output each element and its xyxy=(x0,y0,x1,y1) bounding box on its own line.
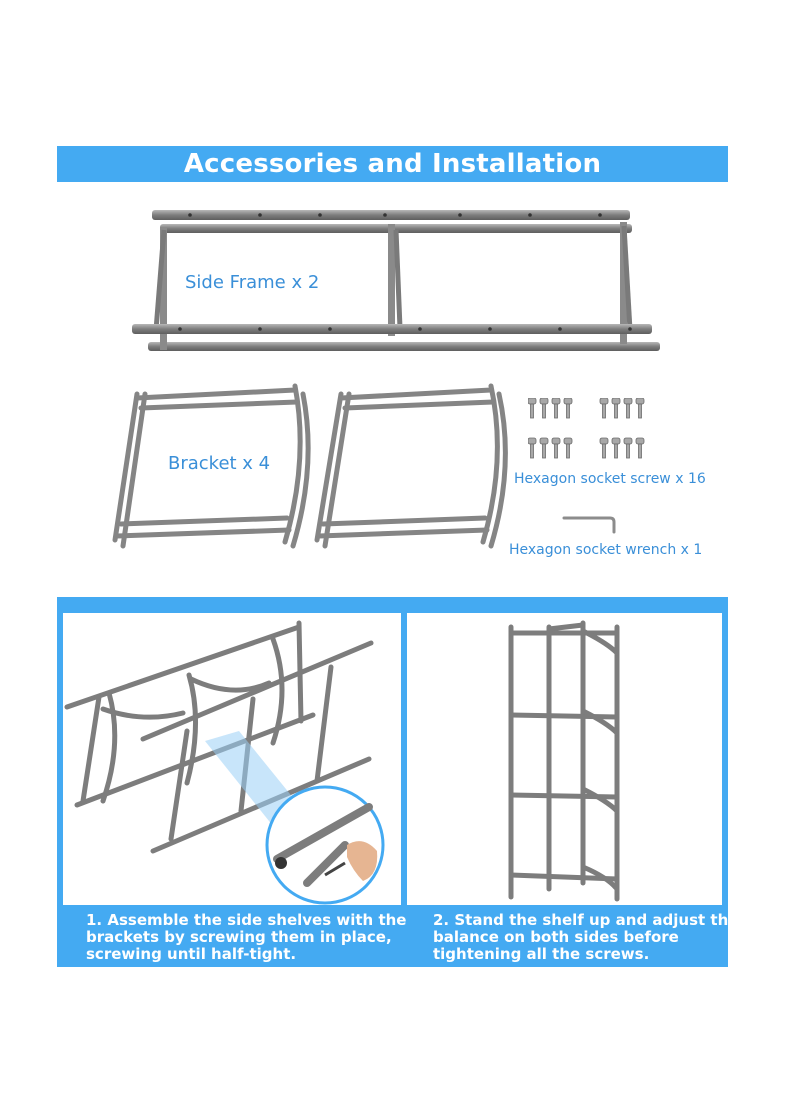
section-title: Accessories and Installation xyxy=(183,149,602,179)
side-frame-illustration xyxy=(132,210,660,351)
screw-label: Hexagon socket screw x 16 xyxy=(514,471,706,487)
step-1-caption: 1. Assemble the side shelves with the br… xyxy=(86,911,407,963)
step-2-illustration xyxy=(508,620,620,902)
bracket-illustration xyxy=(112,383,508,549)
side-frame-label: Side Frame x 2 xyxy=(185,272,320,293)
wrench-label: Hexagon socket wrench x 1 xyxy=(509,542,703,558)
section-title-banner: Accessories and Installation xyxy=(57,146,728,182)
step-1-illustration xyxy=(64,620,385,905)
wrench-illustration xyxy=(562,516,616,534)
step-1-panel xyxy=(63,613,401,905)
step-2-panel xyxy=(407,613,722,905)
step-2-caption: 2. Stand the shelf up and adjust the bal… xyxy=(433,911,739,963)
screws-illustration xyxy=(528,398,645,459)
bracket-label: Bracket x 4 xyxy=(168,453,271,474)
